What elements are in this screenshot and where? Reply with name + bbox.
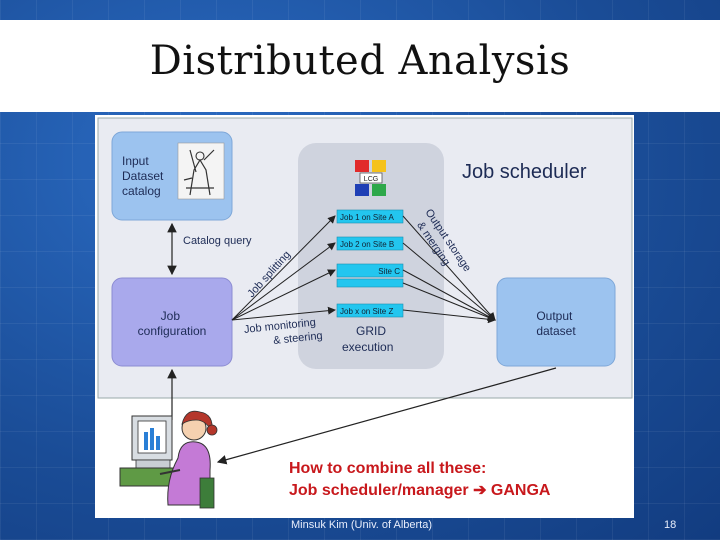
job-bar-2-label: Job 2 on Site B [340,240,394,249]
caption-line-2: Job scheduler/manager ➔ GANGA [289,480,550,502]
job-splitting-arrows [231,215,336,321]
job-list: Job 1 on Site A Job 2 on Site B Site C J… [336,209,404,318]
page-number: 18 [664,519,677,531]
output-dataset-box [496,277,616,367]
lcg-logo-text: LCG [364,176,378,183]
output-merging-arrows [402,215,496,324]
footer-author: Minsuk Kim (Univ. of Alberta) [291,519,433,531]
input-dataset-label: Input Dataset catalog [122,154,167,198]
job-scheduler-label: Job scheduler [462,161,587,183]
caption-line-1: How to combine all these: [289,460,487,477]
job-bar-1-label: Job 1 on Site A [340,213,394,222]
lcg-logo: LCG [355,160,386,196]
job-bar-x-label: Job x on Site Z [340,307,393,316]
caption-line-2-b: GANGA [486,482,551,499]
job-bar-3-label: Site C [378,267,400,276]
don-quixote-sketch-image [177,142,225,200]
grid-execution-label: GRID execution [342,324,393,354]
output-dataset-label: Output dataset [536,309,576,338]
slide-title: Distributed Analysis [149,38,571,84]
output-to-user-arrow [216,367,557,465]
right-arrow-icon: ➔ [473,482,487,499]
user-at-computer-illustration [119,410,218,509]
catalog-query-label: Catalog query [183,235,252,247]
job-configuration-box [111,277,233,367]
job-bar-3b [336,278,404,288]
caption-line-2-a: Job scheduler/manager [289,482,474,499]
job-configuration-label: Job configuration [138,309,207,338]
caption: How to combine all these: Job scheduler/… [289,458,550,502]
title-band [0,20,720,112]
